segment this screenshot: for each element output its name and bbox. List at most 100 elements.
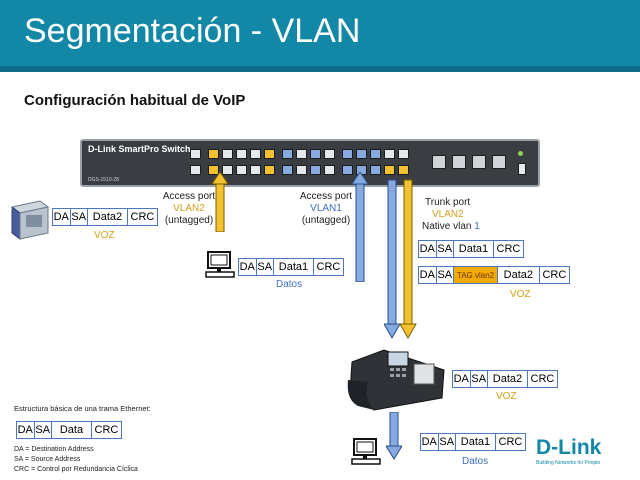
caption-trunk-voice: VOZ [510, 289, 531, 300]
header-stripe [0, 66, 640, 72]
frame-da: DA [419, 267, 437, 283]
frame-da: DA [53, 209, 71, 225]
switch-port-voice [208, 149, 219, 159]
switch-brand: D-Link SmartPro Switch [88, 144, 191, 154]
computer-icon [205, 251, 235, 278]
frame-data: Data1 [454, 241, 494, 257]
frame-access-data: DA SA Data1 CRC [238, 258, 344, 276]
logo-tagline: Building Networks for People [536, 460, 601, 466]
switch-model: DGS-1510-28 [88, 177, 119, 183]
switch-port [236, 165, 247, 175]
frame-data: Data2 [488, 371, 528, 387]
frame-ethernet-basic: DA SA Data CRC [16, 421, 122, 439]
frame-crc: CRC [530, 373, 555, 385]
access-port-voice-title: Access port [162, 191, 216, 202]
arrow-voice-up [212, 172, 228, 232]
frame-crc: CRC [542, 269, 567, 281]
switch-port-voice [384, 165, 395, 175]
caption-pbx-voice: VOZ [94, 230, 115, 241]
frame-pc-data: DA SA Data1 CRC [420, 433, 526, 451]
switch-sfp-port [432, 155, 446, 169]
frame-data: Data [52, 422, 92, 438]
frame-sa: SA [71, 209, 89, 225]
switch-port-data [342, 165, 353, 175]
frame-data: Data1 [274, 259, 314, 275]
caption-phone-voice: VOZ [496, 391, 517, 402]
frame-tag: TAG vlan2 [454, 267, 498, 283]
switch-port-data [282, 149, 293, 159]
switch-port-data [370, 165, 381, 175]
frame-data: Data2 [498, 267, 540, 283]
frame-data: Data2 [88, 209, 128, 225]
switch-port [384, 149, 395, 159]
ip-phone-icon [347, 349, 445, 411]
frame-sa: SA [257, 259, 275, 275]
switch-port [250, 149, 261, 159]
legend-item: SA = Source Address [14, 456, 81, 463]
arrow-data-up [352, 172, 368, 282]
switch-port-data [342, 149, 353, 159]
switch-port [190, 149, 201, 159]
trunk-port-title: Trunk port [425, 197, 471, 208]
switch-sfp-port [452, 155, 466, 169]
caption-pc-data: Datos [462, 456, 489, 467]
switch-port-voice [264, 149, 275, 159]
access-port-data-vlan: VLAN1 [310, 203, 342, 214]
switch-port [222, 165, 233, 175]
frame-trunk-voice: DA SA TAG vlan2 Data2 CRC [418, 266, 570, 284]
legend-heading: Estructura básica de una trama Ethernet: [14, 404, 151, 413]
access-port-data-mode: (untagged) [301, 215, 351, 226]
frame-da: DA [421, 434, 439, 450]
frame-sa: SA [437, 241, 455, 257]
access-port-voice-vlan: VLAN2 [173, 203, 205, 214]
frame-trunk-data: DA SA Data1 CRC [418, 240, 524, 258]
switch-sfp-port [492, 155, 506, 169]
frame-crc: CRC [496, 243, 521, 255]
switch-port-voice [208, 165, 219, 175]
frame-crc: CRC [498, 436, 523, 448]
caption-access-data: Datos [276, 279, 303, 290]
frame-crc: CRC [94, 424, 119, 436]
switch-port [190, 165, 201, 175]
frame-sa: SA [35, 422, 53, 438]
switch-port [222, 149, 233, 159]
frame-da: DA [419, 241, 437, 257]
switch-sfp-port [472, 155, 486, 169]
frame-da: DA [239, 259, 257, 275]
switch-port-data [310, 149, 321, 159]
header-bar: Segmentación - VLAN [0, 0, 640, 72]
trunk-port-native-label: Native vlan [422, 221, 472, 232]
access-port-data-title: Access port [299, 191, 353, 202]
access-port-voice-mode: (untagged) [164, 215, 214, 226]
page-subtitle: Configuración habitual de VoIP [24, 92, 246, 109]
legend-item: CRC = Control por Redundancia Cíclica [14, 466, 138, 473]
switch-port-data [282, 165, 293, 175]
frame-sa: SA [437, 267, 455, 283]
frame-sa: SA [439, 434, 457, 450]
switch-port [324, 149, 335, 159]
frame-crc: CRC [130, 211, 155, 223]
switch-port-data [310, 165, 321, 175]
arrow-trunk-down [384, 179, 417, 340]
trunk-port-native: Native vlan 1 [422, 221, 480, 232]
frame-crc: CRC [316, 261, 341, 273]
switch-port-voice [398, 165, 409, 175]
page-title: Segmentación - VLAN [24, 12, 361, 50]
computer-icon [351, 438, 381, 465]
switch-port [250, 165, 261, 175]
switch-port [324, 165, 335, 175]
switch-port-data [370, 149, 381, 159]
frame-data: Data1 [456, 434, 496, 450]
frame-phone-voice: DA SA Data2 CRC [452, 370, 558, 388]
legend-item: DA = Destination Address [14, 446, 94, 453]
switch-port [236, 149, 247, 159]
trunk-port-native-value: 1 [474, 221, 480, 232]
logo-name: D-Link [536, 436, 602, 459]
frame-sa: SA [471, 371, 489, 387]
frame-da: DA [453, 371, 471, 387]
switch-port-data [356, 149, 367, 159]
frame-pbx-voice: DA SA Data2 CRC [52, 208, 158, 226]
network-switch: D-Link SmartPro Switch DGS-1510-28 [80, 139, 540, 187]
switch-led [518, 151, 523, 156]
ip-pbx-device [10, 200, 50, 240]
